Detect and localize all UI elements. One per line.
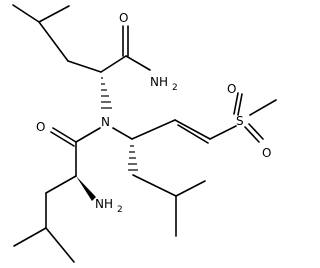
double-bond-line [233,92,239,115]
amine-nh-subscript: 2 [117,205,123,215]
upper-amide-bonds [100,25,151,73]
amide-nh-label: NH [150,75,168,89]
bond [175,180,206,197]
bond [75,127,101,143]
left-carbonyl-bonds [50,127,77,177]
double-bond-line [52,127,77,143]
sulfur-label: S [236,114,244,128]
double-bond-line [174,119,211,140]
hashed-wedge-lower [128,145,138,171]
central-nitrogen-label: N [101,115,110,129]
double-bond-line [177,124,209,144]
bond [132,174,177,197]
vinyl-sulfone-bonds [131,92,277,144]
sulfonyl-oxygen-lower-label: O [262,146,271,160]
lower-isobutyl-bonds [13,175,77,263]
oxygen-label-top: O [119,11,128,25]
central-n-bonds [75,127,133,143]
amide-nh-subscript: 2 [172,83,178,93]
double-bond-line [244,126,260,143]
structure-canvas: O NH 2 N O S O O NH 2 [12,4,277,263]
chemical-structure: O NH 2 N O S O O NH 2 [12,4,277,263]
bond [12,4,40,23]
bond [100,55,127,73]
atom-labels: O NH 2 N O S O O NH 2 [36,11,271,215]
bond [45,175,77,194]
hashed-wedge-upper [101,77,112,109]
bond [125,55,151,71]
bond [38,21,69,62]
bond [38,5,70,23]
bond [131,119,176,140]
oxygen-label-left: O [36,120,45,134]
bond [249,99,277,116]
double-bond-line [237,93,243,116]
bond [67,60,102,73]
double-bond-line [50,131,75,147]
sulfonyl-oxygen-upper-label: O [227,82,236,96]
double-bond-line [248,123,264,140]
bond [209,125,237,140]
top-isobutyl-bonds [12,4,102,73]
bond [45,227,75,263]
bond [112,127,133,140]
bold-wedge-amine [76,176,96,201]
bond [13,227,47,247]
amine-nh-label: NH [95,197,113,211]
right-isobutyl-bonds [132,174,206,237]
